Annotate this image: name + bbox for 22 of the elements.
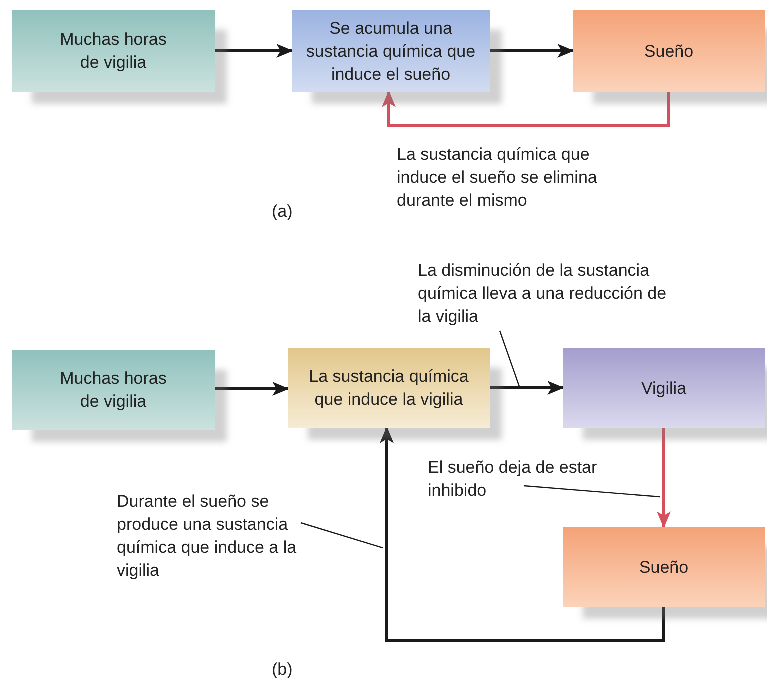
process-box: Muchas horas de vigilia bbox=[12, 350, 215, 430]
callout-text: El sueño deja de estar inhibido bbox=[428, 456, 660, 504]
process-box: Sueño bbox=[563, 527, 765, 607]
arrow bbox=[382, 90, 670, 128]
leader-line bbox=[524, 485, 660, 498]
panel-label: (b) bbox=[272, 660, 293, 680]
callout-text: La disminución de la sustancia química lleva a una reducción de la vigilia bbox=[418, 259, 668, 331]
process-box: Muchas horas de vigilia bbox=[12, 10, 215, 92]
arrow bbox=[657, 428, 671, 528]
process-box: La sustancia química que induce la vigilia bbox=[288, 348, 490, 428]
arrow bbox=[215, 382, 290, 396]
process-box: Sueño bbox=[573, 10, 765, 92]
panel-label: (a) bbox=[272, 202, 293, 222]
arrow bbox=[490, 381, 564, 395]
process-box: Vigilia bbox=[563, 348, 765, 428]
arrow bbox=[215, 44, 294, 58]
arrow bbox=[380, 426, 666, 642]
process-box: Se acumula una sustancia química que induce el sueño bbox=[292, 10, 490, 92]
arrow bbox=[490, 44, 574, 58]
callout-text: Durante el sueño se produce una sustancia química que induce a la vigilia bbox=[117, 490, 299, 586]
leader-line bbox=[300, 522, 384, 549]
leader-line bbox=[499, 330, 521, 388]
